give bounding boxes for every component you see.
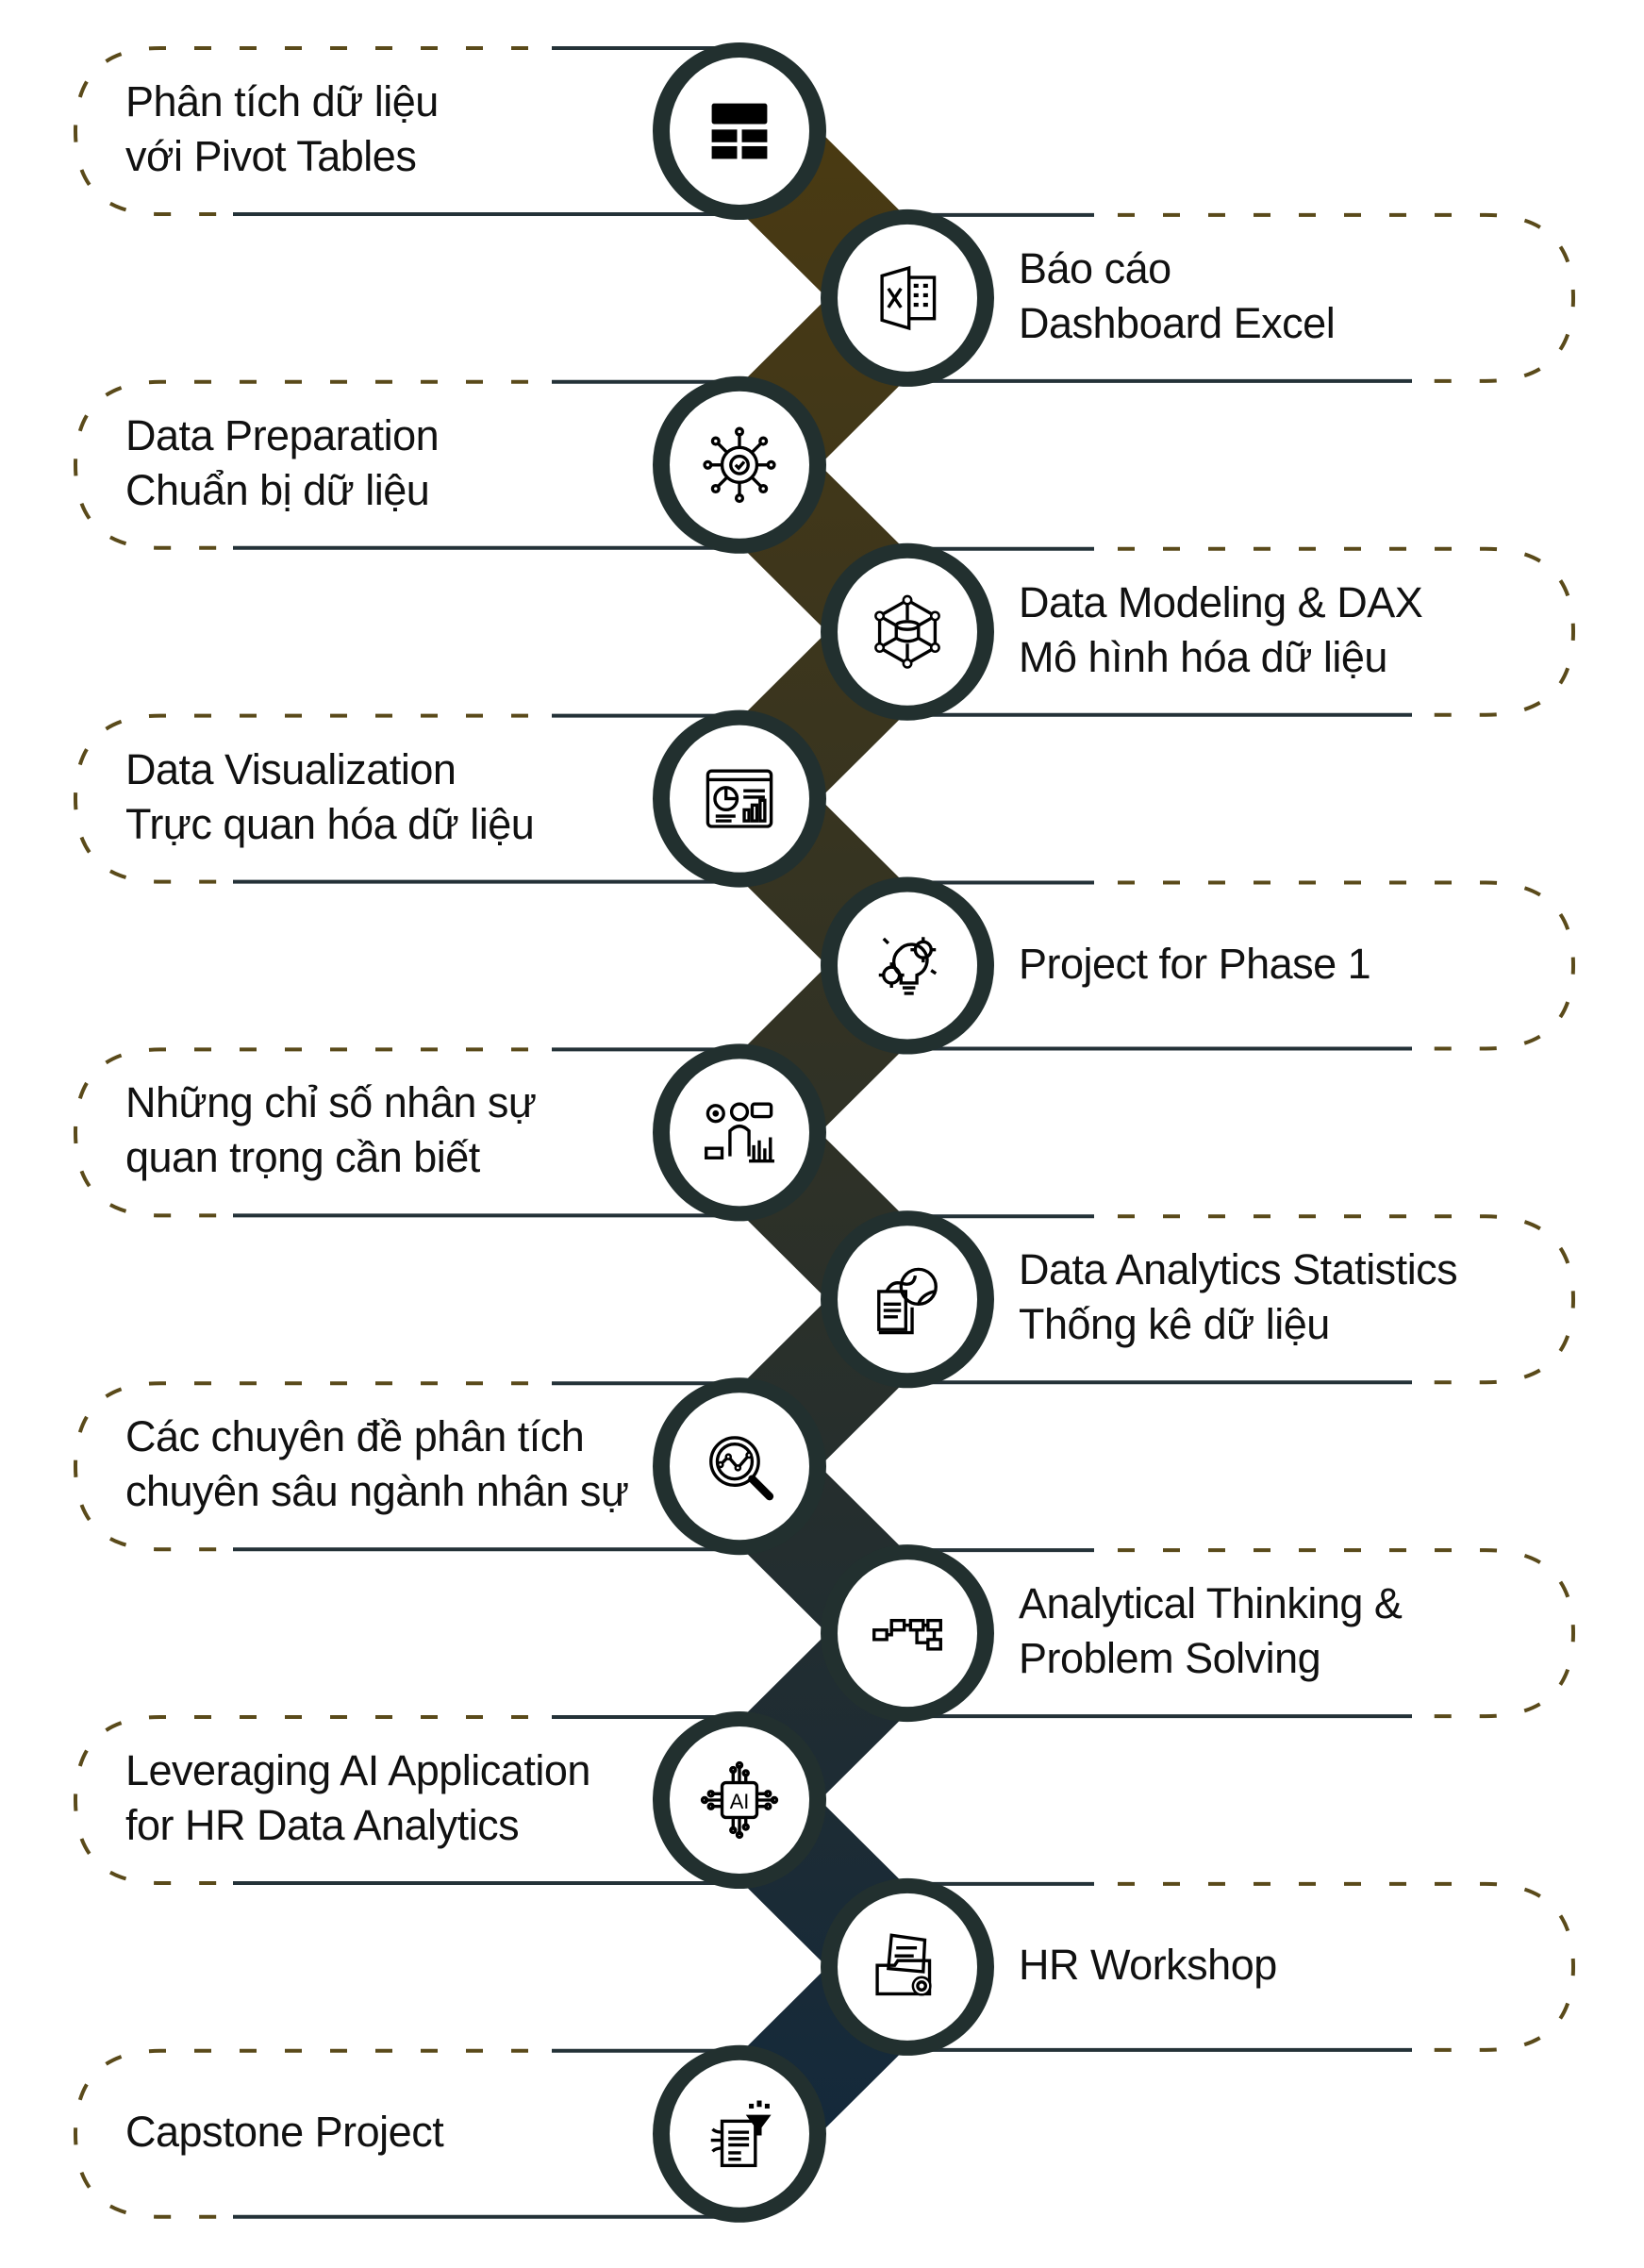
step-label-line: Data Visualization xyxy=(125,744,457,793)
globe-document-icon xyxy=(877,1267,938,1335)
roadmap-step-4 xyxy=(907,546,1576,717)
dashed-outline xyxy=(1118,546,1576,717)
step-label: Capstone Project xyxy=(125,2105,444,2160)
flowchart-icon xyxy=(872,1618,942,1651)
step-node xyxy=(653,709,826,888)
step-label-line: for HR Data Analytics xyxy=(125,1801,520,1849)
step-label-line: Data Modeling & DAX xyxy=(1019,577,1423,626)
step-label-line: Data Analytics Statistics xyxy=(1019,1245,1458,1294)
dashed-outline xyxy=(73,379,528,550)
step-label-line: Báo cáo xyxy=(1019,243,1171,292)
step-label: Project for Phase 1 xyxy=(1019,937,1371,992)
step-label-line: với Pivot Tables xyxy=(125,132,417,180)
dashed-outline xyxy=(1118,880,1576,1051)
document-funnel-icon xyxy=(710,2100,772,2168)
step-label: HR Workshop xyxy=(1019,1938,1277,1993)
folder-gear-icon xyxy=(875,1933,932,1996)
roadmap-step-3 xyxy=(73,379,739,550)
step-label-line: Các chuyên đề phân tích xyxy=(125,1412,585,1461)
roadmap-step-7 xyxy=(73,1047,739,1218)
roadmap-step-12 xyxy=(907,1881,1576,2052)
step-node xyxy=(821,876,994,1055)
step-node xyxy=(821,1210,994,1389)
step-label-line: quan trọng cần biết xyxy=(125,1133,480,1182)
step-node xyxy=(821,542,994,721)
person-analytics-icon xyxy=(705,1102,774,1163)
step-label: Data Modeling & DAX Mô hình hóa dữ liệu xyxy=(1019,575,1423,685)
step-label-line: Leveraging AI Application xyxy=(125,1746,590,1794)
step-label-line: Trực quan hóa dữ liệu xyxy=(125,799,535,848)
step-label-line: HR Workshop xyxy=(1019,1940,1277,1989)
dashed-outline xyxy=(1118,1548,1576,1719)
step-label-line: Analytical Thinking & xyxy=(1019,1579,1403,1628)
step-label-line: Thống kê dữ liệu xyxy=(1019,1300,1330,1349)
step-node xyxy=(653,1377,826,1556)
roadmap-step-11 xyxy=(73,1715,739,1885)
step-label: Leveraging AI Application for HR Data Ana… xyxy=(125,1743,590,1853)
step-node xyxy=(653,375,826,554)
step-label-line: chuyên sâu ngành nhân sự xyxy=(125,1467,629,1516)
roadmap-step-13 xyxy=(73,2048,739,2219)
step-label-line: Project for Phase 1 xyxy=(1019,939,1371,988)
step-node xyxy=(821,208,994,387)
roadmap-step-2 xyxy=(907,212,1576,383)
step-label-line: Chuẩn bị dữ liệu xyxy=(125,465,430,514)
svg-text:AI: AI xyxy=(730,1790,750,1813)
dashed-outline xyxy=(73,2048,528,2219)
roadmap-step-5 xyxy=(73,713,739,884)
roadmap-step-9 xyxy=(73,1381,739,1552)
dashed-outline xyxy=(73,713,528,884)
roadmap-step-10 xyxy=(907,1548,1576,1719)
step-label-line: Data Preparation xyxy=(125,410,440,459)
lightbulb-gear-icon xyxy=(878,937,938,995)
roadmap-step-6 xyxy=(907,880,1576,1051)
table-icon xyxy=(711,103,768,159)
roadmap-step-8 xyxy=(907,1214,1576,1385)
step-label: Các chuyên đề phân tích chuyên sâu ngành … xyxy=(125,1409,629,1519)
step-node: AI xyxy=(653,1711,826,1889)
dashed-outline xyxy=(1118,1881,1576,2052)
step-label-line: Problem Solving xyxy=(1019,1634,1321,1683)
step-node xyxy=(653,2044,826,2223)
roadmap-step-1 xyxy=(73,46,739,216)
data-cube-icon xyxy=(874,594,940,669)
dashed-outline xyxy=(73,46,528,216)
step-label: Những chỉ số nhân sự quan trọng cần biết xyxy=(125,1076,537,1185)
step-label-line: Phân tích dữ liệu xyxy=(125,77,439,125)
dashed-outline xyxy=(1118,1214,1576,1385)
step-label: Analytical Thinking & Problem Solving xyxy=(1019,1576,1403,1686)
dashed-outline xyxy=(73,1381,528,1552)
dashed-outline xyxy=(1118,212,1576,383)
step-label-line: Những chỉ số nhân sự xyxy=(125,1078,537,1127)
step-node xyxy=(653,42,826,220)
magnifier-chart-icon xyxy=(709,1436,774,1501)
step-node xyxy=(821,1544,994,1723)
step-node xyxy=(653,1043,826,1222)
dashed-outline xyxy=(73,1715,528,1885)
step-node xyxy=(821,1877,994,2056)
gear-check-icon xyxy=(703,426,776,504)
step-label-line: Dashboard Excel xyxy=(1019,298,1336,347)
excel-icon xyxy=(880,265,937,331)
ai-chip-icon: AI xyxy=(700,1760,779,1840)
dashed-outline xyxy=(73,1047,528,1218)
step-label-line: Capstone Project xyxy=(125,2107,444,2156)
dashboard-chart-icon xyxy=(706,769,773,828)
step-label-line: Mô hình hóa dữ liệu xyxy=(1019,632,1387,681)
step-label: Phân tích dữ liệu với Pivot Tables xyxy=(125,75,439,184)
